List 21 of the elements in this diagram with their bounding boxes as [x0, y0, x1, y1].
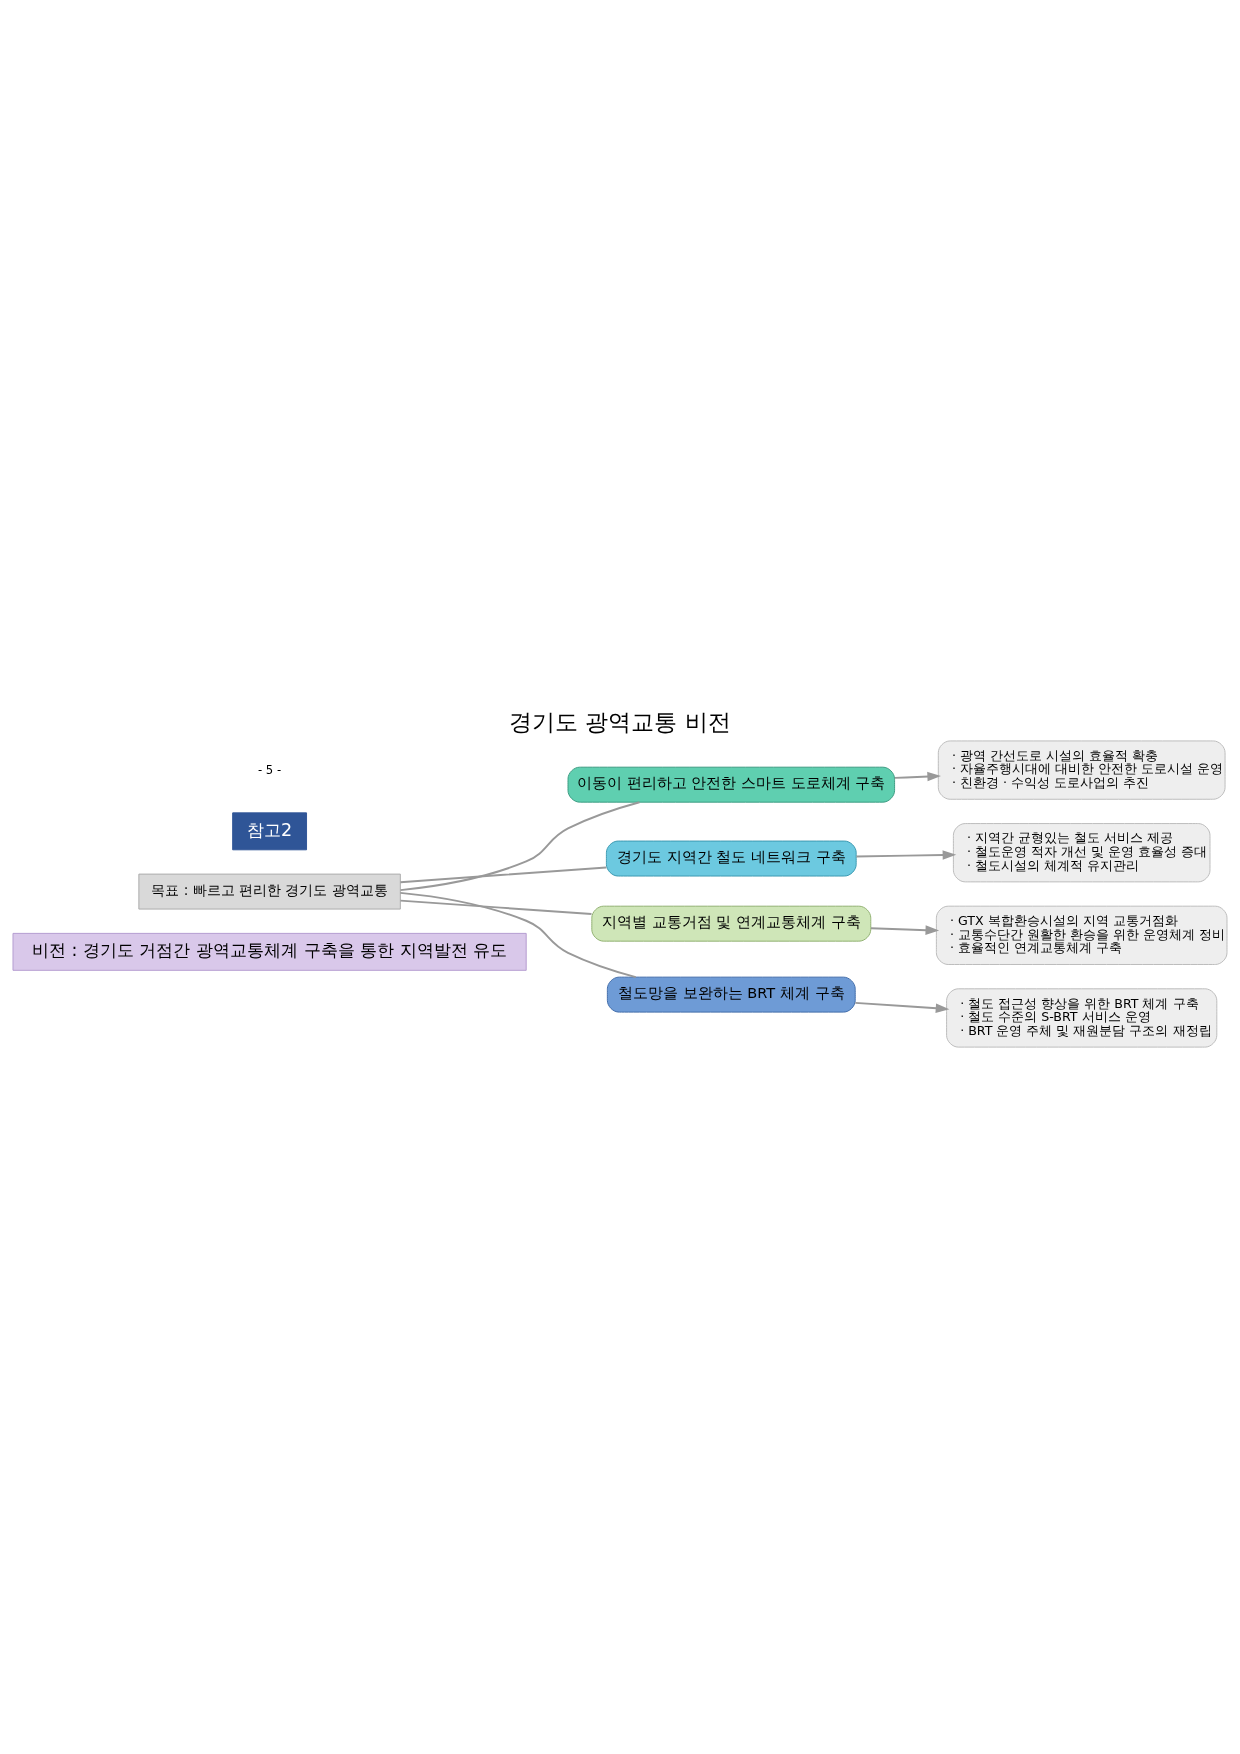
arrow	[893, 771, 941, 781]
node-box: · 지역간 균형있는 철도 서비스 제공 · 철도운영 적자 개선 및 운영 효율성 증대 · 철도시설의 체계적 유지관리	[952, 822, 1211, 882]
label: 참고2	[247, 819, 293, 840]
diagram-title: 경기도 광역교통 비전	[509, 707, 731, 735]
arrow	[870, 924, 940, 935]
label: - 5 -	[257, 762, 282, 777]
node-box: 비전 : 경기도 거점간 광역교통체계 구축을 통한 지역발전 유도	[12, 932, 527, 971]
node-box: 목표 : 빠르고 편리한 경기도 광역교통	[138, 873, 401, 910]
arrow	[854, 1001, 950, 1013]
arrow	[855, 849, 957, 860]
node-box: · 광역 간선도로 시설의 효율적 확충 · 자율주행시대에 대비한 안전한 도로시설 운영 · 친환경 · 수익성 도로사업의 추진	[937, 739, 1226, 800]
node-box: · GTX 복합환승시설의 지역 교통거점화 · 교통수단간 원활한 환승을 위한 운영체계 정비 · 효율적인 연계교통체계 구축	[935, 905, 1228, 965]
connector	[399, 899, 593, 915]
node-box: 지역별 교통거점 및 연계교통체계 구축	[591, 905, 872, 942]
node-box: · 철도 접근성 향상을 위한 BRT 체계 구축 · 철도 수준의 S-BRT 서비스 운영 · BRT 운영 주체 및 재원분담 구조의 재정립	[946, 987, 1218, 1048]
connector	[399, 866, 608, 883]
node-box: 철도망을 보완하는 BRT 체계 구축	[606, 976, 856, 1013]
connector	[399, 891, 637, 978]
connector	[399, 800, 641, 891]
node-box: 경기도 지역간 철도 네트워크 구축	[605, 840, 857, 877]
node-box: 이동이 편리하고 안전한 스마트 도로체계 구축	[567, 766, 896, 803]
